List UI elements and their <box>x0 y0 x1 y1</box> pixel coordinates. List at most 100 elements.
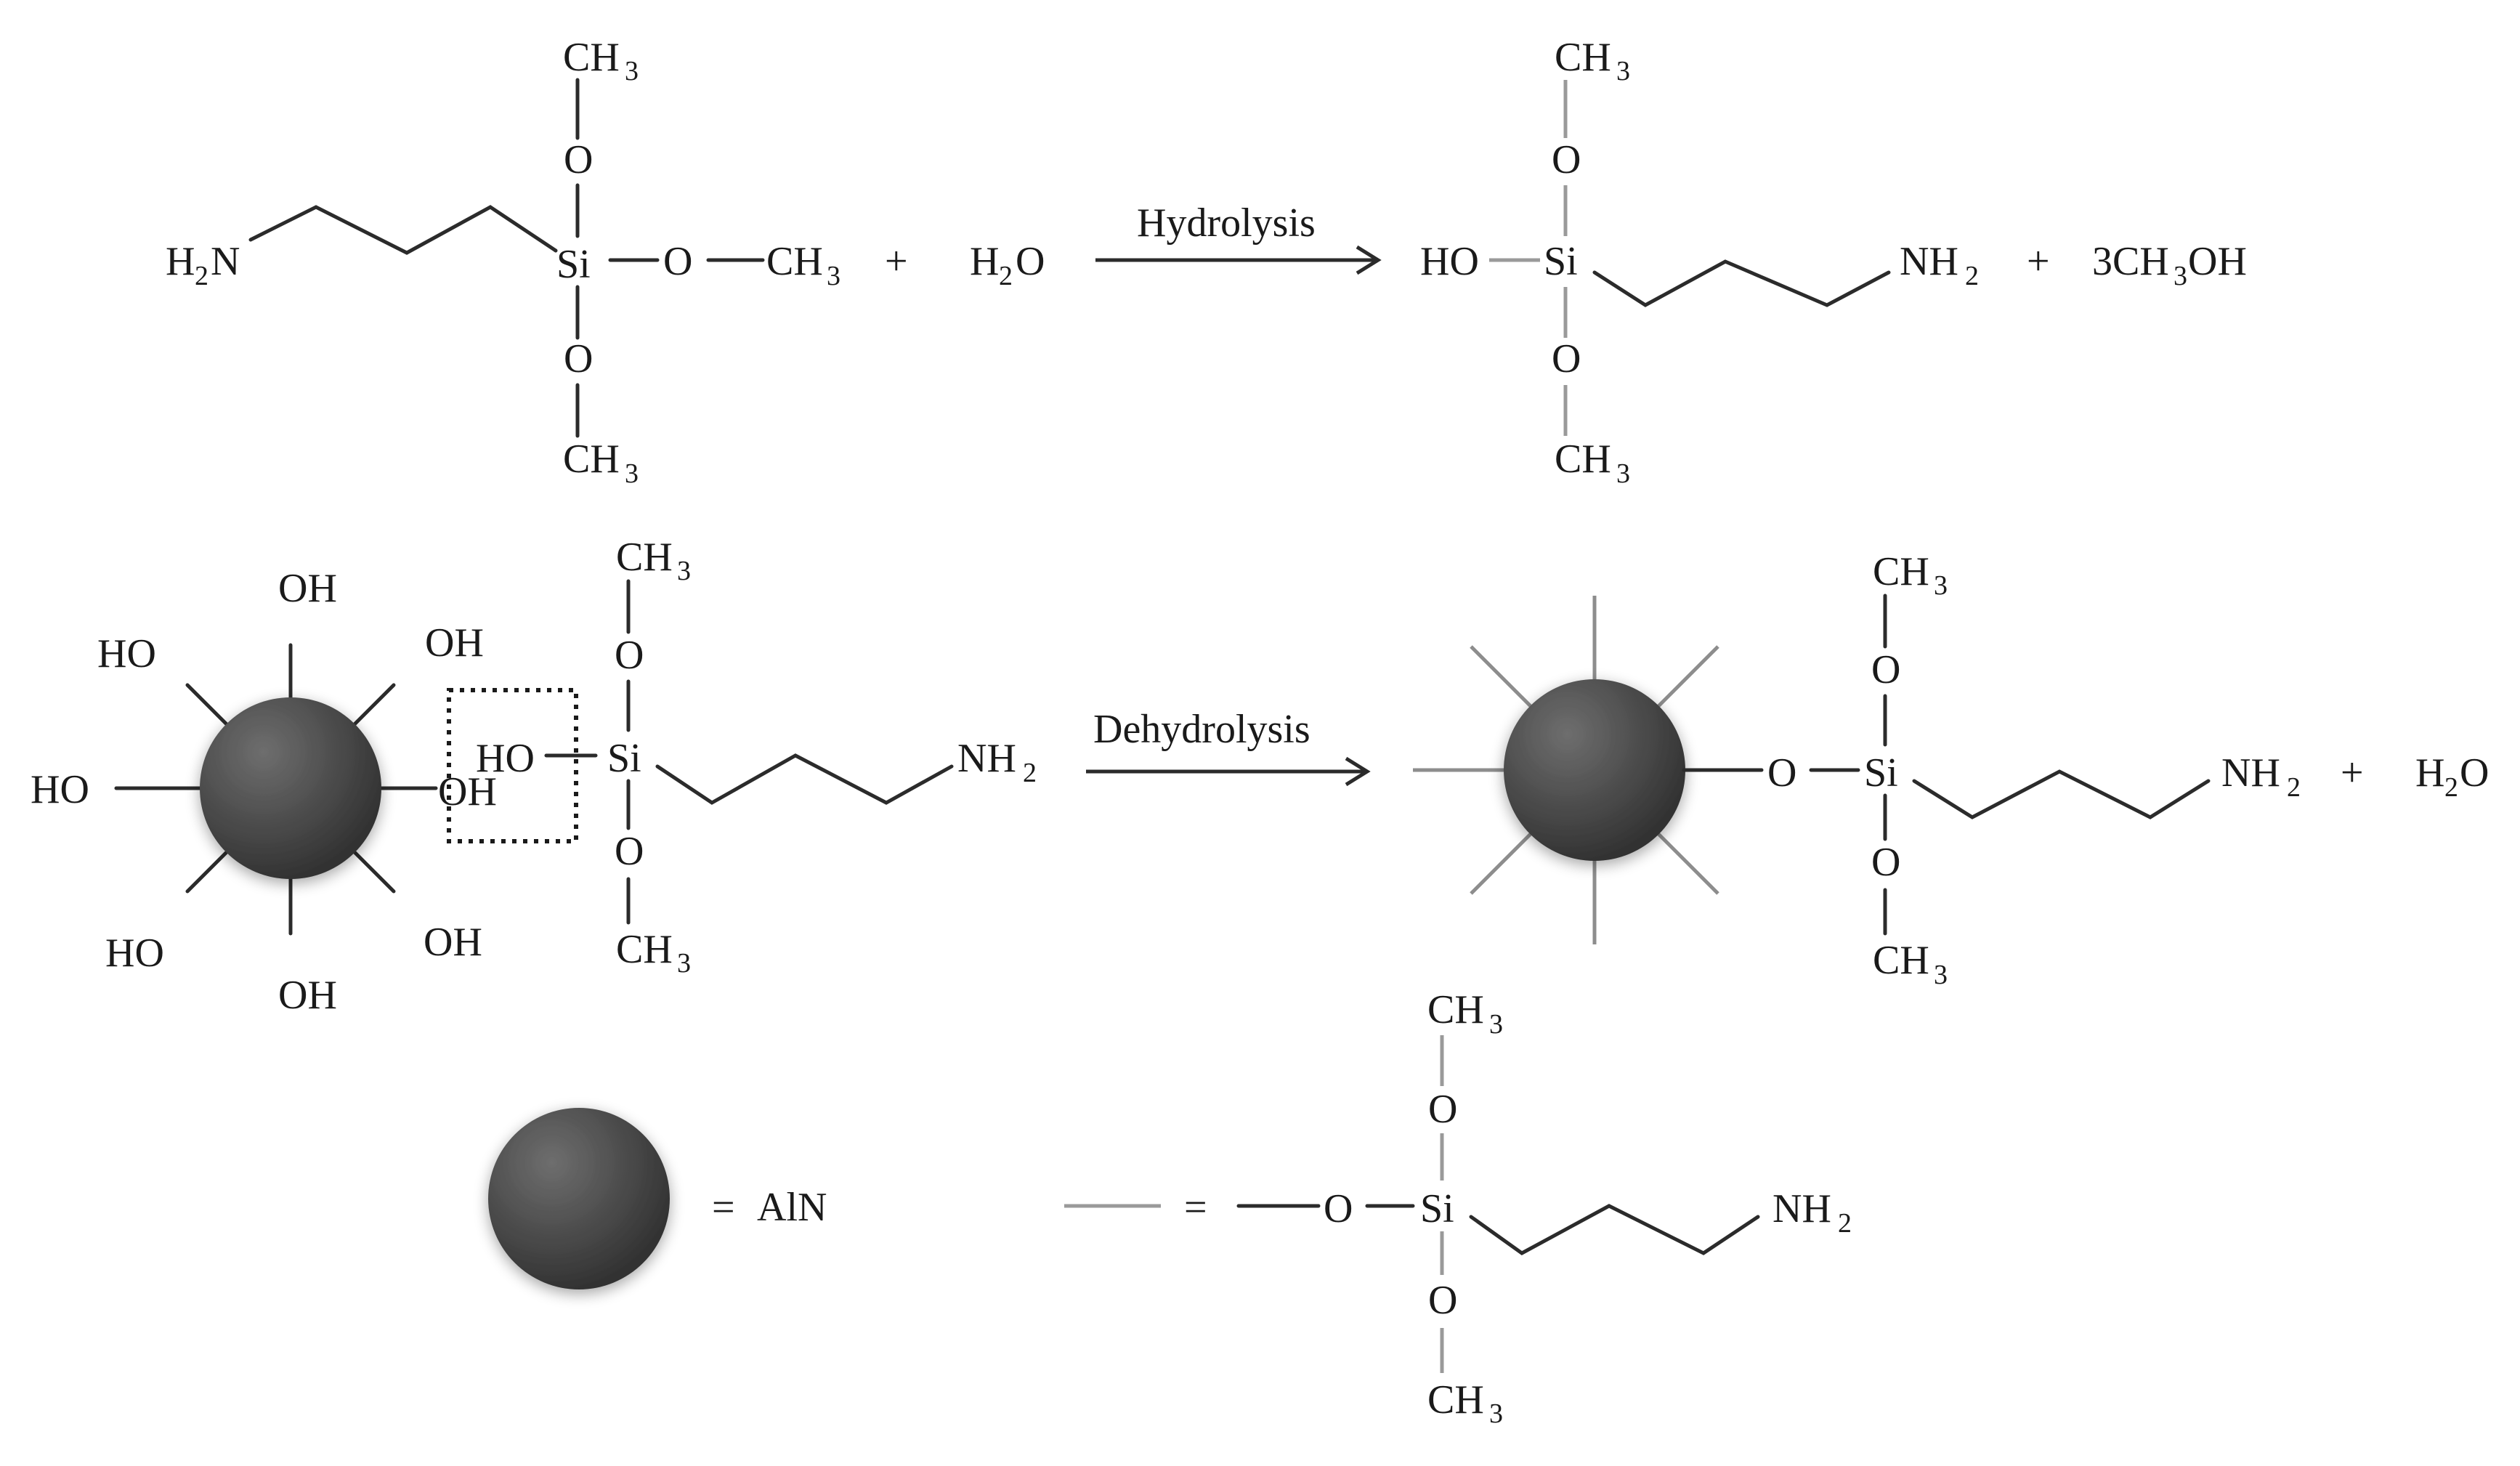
hydroxyl: OH <box>424 920 482 965</box>
subscript: 2 <box>195 261 208 291</box>
atom-O: O <box>663 239 692 284</box>
atom-O: O <box>615 633 644 678</box>
methyl: CH <box>1555 35 1611 80</box>
reaction-label: Dehydrolysis <box>1093 707 1310 752</box>
atom-O: O <box>1324 1186 1353 1231</box>
subscript: 2 <box>1838 1208 1852 1239</box>
silanol-reactant: HO Si O CH 3 O CH 3 NH 2 <box>476 535 1037 979</box>
hydroxyl: OH <box>2188 239 2247 284</box>
plus-sign: + <box>2341 750 2364 795</box>
plus-sign: + <box>2027 239 2050 284</box>
atom-O: O <box>1767 750 1796 795</box>
legend-aln-sphere <box>488 1108 670 1289</box>
atom-H: H <box>970 239 999 284</box>
hydroxyl: HO <box>97 631 156 676</box>
row-hydrolysis: H 2 N Si O CH 3 O CH 3 O CH 3 + H 2 O <box>166 35 2247 489</box>
methyl: CH <box>563 35 620 80</box>
atom-O: O <box>615 829 644 874</box>
subscript: 3 <box>625 458 639 489</box>
subscript: 3 <box>1934 570 1948 601</box>
water: H 2 O <box>2415 750 2489 803</box>
reactant-silane: H 2 N Si O CH 3 O CH 3 O CH 3 <box>166 35 840 489</box>
atom-Si: Si <box>1420 1186 1454 1231</box>
atom-O: O <box>1871 840 1900 885</box>
amine: NH <box>2221 750 2280 795</box>
atom-N: N <box>211 239 240 284</box>
atom-O: O <box>1871 647 1900 692</box>
propyl-chain <box>248 205 558 255</box>
legend-aln-label: AlN <box>757 1185 827 1230</box>
aln-particle-hydroxylated: OH OH HO HO HO OH OH OH <box>31 566 497 1018</box>
atom-Si: Si <box>1864 750 1898 795</box>
hydroxyl: HO <box>476 736 535 781</box>
subscript: 3 <box>625 56 639 86</box>
atom-Si: Si <box>607 736 641 781</box>
subscript: 3 <box>1489 1398 1503 1429</box>
methyl: CH <box>1427 1377 1484 1422</box>
subscript: 3 <box>2173 261 2187 291</box>
hydroxyl: OH <box>425 620 484 665</box>
hydroxyl: HO <box>105 931 164 976</box>
product-silanol: HO Si O CH 3 O CH 3 NH 2 <box>1420 35 1979 489</box>
methyl: CH <box>1555 437 1611 482</box>
methyl: CH <box>616 535 673 580</box>
atom-O: O <box>1552 336 1581 381</box>
water: H 2 O <box>970 239 1045 291</box>
hydroxyl: OH <box>278 566 337 611</box>
atom-O: O <box>1016 239 1045 284</box>
atom-H: H <box>166 239 195 284</box>
subscript: 3 <box>827 261 840 291</box>
amine: NH <box>957 736 1016 781</box>
reaction-label: Hydrolysis <box>1137 201 1316 246</box>
amine: NH <box>1900 239 1958 284</box>
subscript: 2 <box>2287 772 2301 803</box>
reaction-site-box <box>447 688 578 843</box>
atom-O: O <box>1428 1087 1457 1132</box>
atom-O: O <box>1552 137 1581 182</box>
hydroxyl: HO <box>1420 239 1479 284</box>
plus-sign: + <box>885 239 908 284</box>
subscript: 3 <box>1616 458 1630 489</box>
subscript: 2 <box>1965 261 1979 291</box>
methyl: CH <box>766 239 823 284</box>
methyl: CH <box>1873 549 1929 594</box>
arrow-hydrolysis: Hydrolysis <box>1095 201 1382 275</box>
methyl: CH <box>1873 938 1929 983</box>
row-dehydrolysis: OH OH HO HO HO OH OH OH HO Si O CH 3 O C… <box>31 535 2489 1018</box>
hydroxyl: OH <box>278 973 337 1018</box>
propyl-chain <box>655 753 954 805</box>
subscript: 2 <box>999 261 1013 291</box>
aln-particle-grafted: O Si O CH 3 O CH 3 NH 2 <box>1413 549 2301 990</box>
atom-Si: Si <box>1544 239 1578 284</box>
subscript: 3 <box>677 948 691 979</box>
hydroxyl: HO <box>31 767 89 812</box>
subscript: 2 <box>2444 772 2458 803</box>
propyl-chain <box>1469 1204 1760 1255</box>
equals-sign: = <box>712 1185 735 1230</box>
subscript: 3 <box>677 556 691 586</box>
atom-H: H <box>2415 750 2444 795</box>
methyl: CH <box>1427 987 1484 1032</box>
methanol-coefficient: 3CH <box>2092 239 2169 284</box>
atom-Si: Si <box>556 242 591 287</box>
methyl: CH <box>616 927 673 972</box>
subscript: 3 <box>1616 56 1630 86</box>
aln-sphere <box>1504 679 1685 861</box>
propyl-chain <box>1592 259 1891 307</box>
amine: NH <box>1772 1186 1831 1231</box>
atom-O: O <box>564 137 593 182</box>
atom-O: O <box>2460 750 2489 795</box>
subscript: 3 <box>1489 1009 1503 1040</box>
legend: = AlN = O Si O CH 3 O CH 3 NH 2 <box>488 987 1852 1429</box>
subscript: 3 <box>1934 960 1948 990</box>
equals-sign: = <box>1184 1185 1207 1230</box>
propyl-chain <box>1912 769 2211 819</box>
methanol: 3CH 3 OH <box>2092 239 2247 291</box>
arrow-dehydrolysis: Dehydrolysis <box>1086 707 1371 787</box>
atom-O: O <box>1428 1278 1457 1323</box>
aln-sphere <box>200 697 381 879</box>
subscript: 2 <box>1023 758 1037 788</box>
atom-O: O <box>564 336 593 381</box>
methyl: CH <box>563 437 620 482</box>
